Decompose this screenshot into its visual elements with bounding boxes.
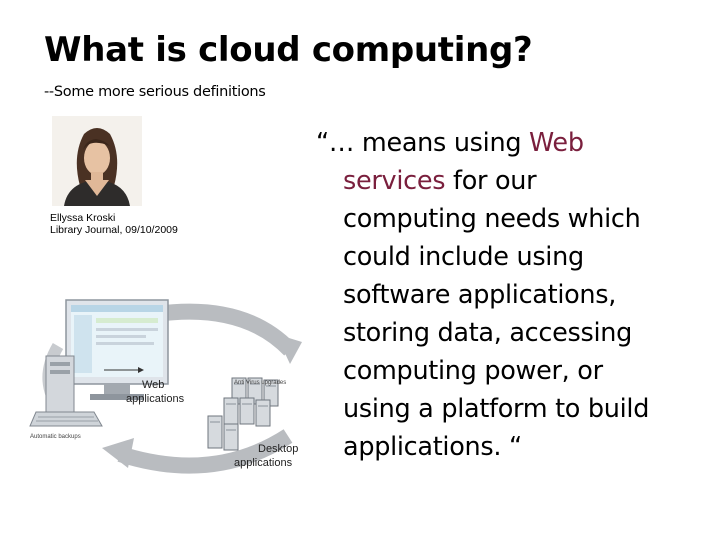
- quote-line-9: applications. “: [343, 432, 522, 462]
- monitor-icon: [65, 299, 169, 400]
- author-photo: [52, 116, 142, 206]
- quote-line-4: could include using: [343, 242, 584, 272]
- desktop-applications-label-2: applications: [234, 457, 293, 469]
- slide-title: What is cloud computing?: [44, 30, 533, 70]
- computer-tower-icon: [45, 355, 75, 413]
- quote-text: “… means using: [316, 128, 530, 158]
- quote-line-1: “… means using Web: [316, 124, 712, 162]
- author-caption: Ellyssa Kroski Library Journal, 09/10/20…: [50, 212, 178, 236]
- cloud-diagram: Web applications Desktop applications An…: [28, 298, 308, 480]
- definition-quote: “… means using Web services for our comp…: [316, 124, 712, 466]
- quote-highlight: services: [343, 166, 446, 196]
- automatic-backups-label: Automatic backups: [30, 434, 81, 440]
- quote-line-2: services for our: [316, 162, 712, 200]
- arrow-head-icon: [276, 334, 302, 364]
- quote-highlight: Web: [529, 128, 584, 158]
- quote-line-6: storing data, accessing: [343, 318, 633, 348]
- slide-subtitle: --Some more serious definitions: [44, 84, 266, 100]
- quote-line-8: using a platform to build: [343, 394, 650, 424]
- arrow-head-icon: [102, 438, 134, 468]
- quote-line-3: computing needs which: [343, 204, 641, 234]
- web-applications-label-1: Web: [142, 379, 164, 391]
- desktop-applications-label-1: Desktop: [258, 443, 298, 455]
- quote-line-5: software applications,: [343, 280, 617, 310]
- keyboard-icon: [29, 411, 103, 427]
- author-name: Ellyssa Kroski: [50, 212, 116, 224]
- web-applications-label-2: applications: [126, 393, 185, 405]
- author-source: Library Journal, 09/10/2009: [50, 224, 178, 236]
- quote-line-7: computing power, or: [343, 356, 603, 386]
- quote-text: for our: [445, 166, 537, 196]
- anti-virus-label: Anti Virus upgrades: [234, 380, 286, 386]
